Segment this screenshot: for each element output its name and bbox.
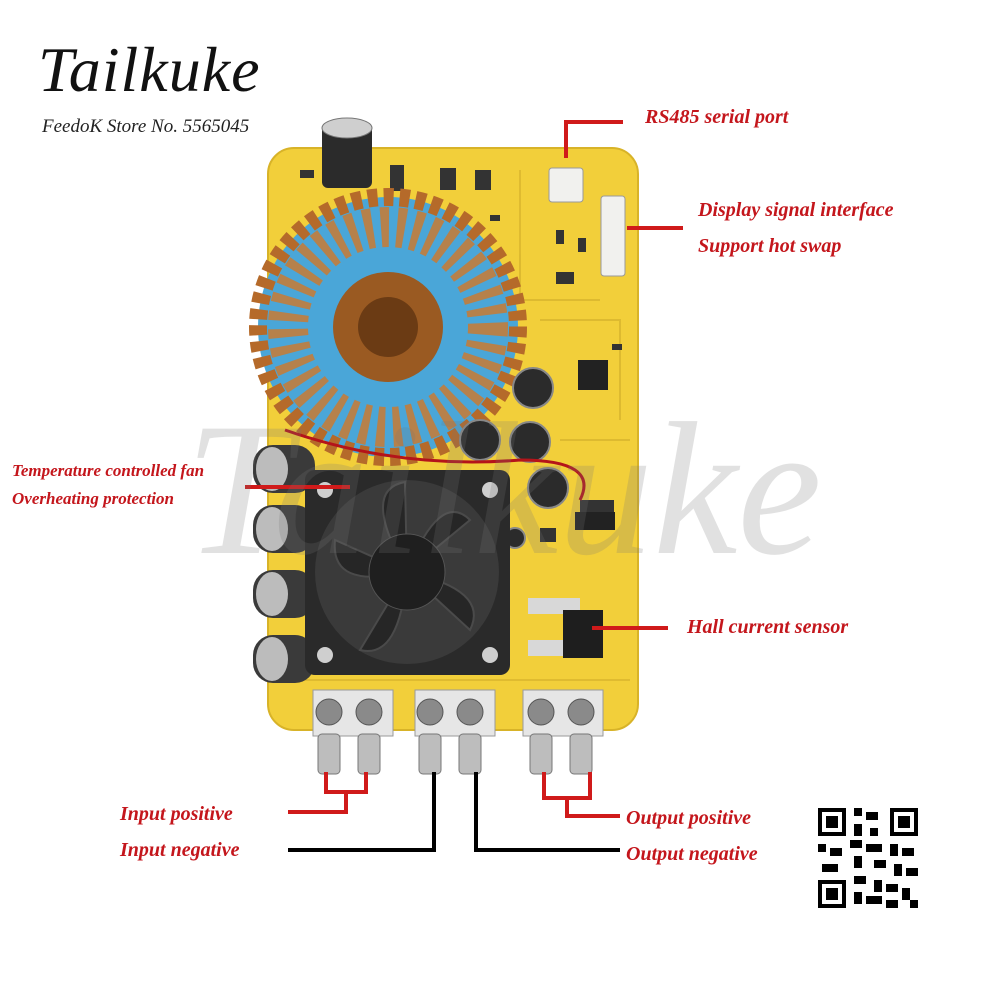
terminal-blocks	[312, 689, 604, 737]
driver-chip	[575, 512, 615, 530]
leader-lines	[245, 120, 683, 852]
callout-input-positive: Input positive	[120, 803, 233, 825]
callout-input-negative: Input negative	[120, 839, 240, 861]
mcu-chip	[578, 360, 608, 390]
qr-code	[818, 808, 918, 908]
capacitors-right	[459, 367, 569, 549]
callout-hall-sensor: Hall current sensor	[687, 616, 849, 638]
callout-fan-line1: Temperature controlled fan	[12, 461, 205, 480]
display-connector	[600, 195, 626, 277]
callout-display-line1: Display signal interface	[698, 199, 894, 221]
brand-logo: Tailkuke	[38, 34, 261, 105]
rs485-connector	[548, 167, 584, 203]
toroid-inductor	[249, 188, 527, 466]
callout-display-line2: Support hot swap	[698, 235, 842, 257]
callout-output-positive: Output positive	[626, 807, 752, 829]
capacitor-top	[321, 117, 373, 188]
smd-components	[300, 165, 622, 542]
pcb-traces	[280, 170, 630, 681]
crimp-lugs	[317, 733, 593, 775]
store-line: FeedoK Store No. 5565045	[42, 116, 250, 137]
hall-sensor	[528, 598, 603, 658]
callout-fan-line2: Overheating protection	[12, 489, 174, 508]
capacitors-left	[253, 445, 315, 683]
cooling-fan	[305, 470, 510, 675]
callout-rs485: RS485 serial port	[645, 106, 789, 128]
callout-output-negative: Output negative	[626, 843, 758, 865]
fan-wires	[284, 428, 586, 501]
